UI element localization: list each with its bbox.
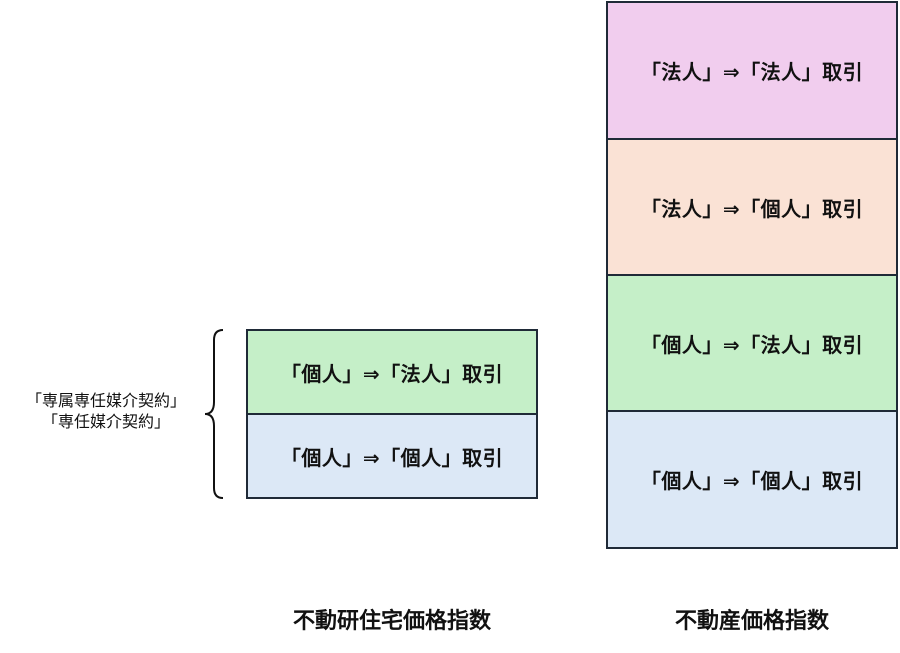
right-box-label: 「個人」⇒「個人」取引 <box>640 469 864 493</box>
left-box-individual-to-individual: 「個人」⇒「個人」取引 <box>246 413 538 499</box>
right-box-individual-to-corporate: 「個人」⇒「法人」取引 <box>606 274 898 412</box>
right-box-corporate-to-individual: 「法人」⇒「個人」取引 <box>606 138 898 276</box>
right-group-title: 不動産価格指数 <box>674 609 829 634</box>
bracket-annotation: 「専属専任媒介契約」 「専任媒介契約」 <box>8 390 204 432</box>
left-box-individual-to-corporate: 「個人」⇒「法人」取引 <box>246 329 538 415</box>
bracket-line-2: 「専任媒介契約」 <box>41 412 170 431</box>
right-box-individual-to-individual: 「個人」⇒「個人」取引 <box>606 410 898 549</box>
right-box-label: 「個人」⇒「法人」取引 <box>640 332 864 357</box>
curly-brace-icon <box>204 329 224 499</box>
right-box-corporate-to-corporate: 「法人」⇒「法人」取引 <box>606 1 898 140</box>
right-box-label: 「法人」⇒「法人」取引 <box>640 60 864 84</box>
bracket-line-1: 「専属専任媒介契約」 <box>25 391 186 410</box>
right-box-label: 「法人」⇒「個人」取引 <box>640 196 864 221</box>
left-box-label: 「個人」⇒「個人」取引 <box>280 445 504 470</box>
left-group-title: 不動研住宅価格指数 <box>292 609 491 634</box>
left-box-label: 「個人」⇒「法人」取引 <box>280 361 504 386</box>
